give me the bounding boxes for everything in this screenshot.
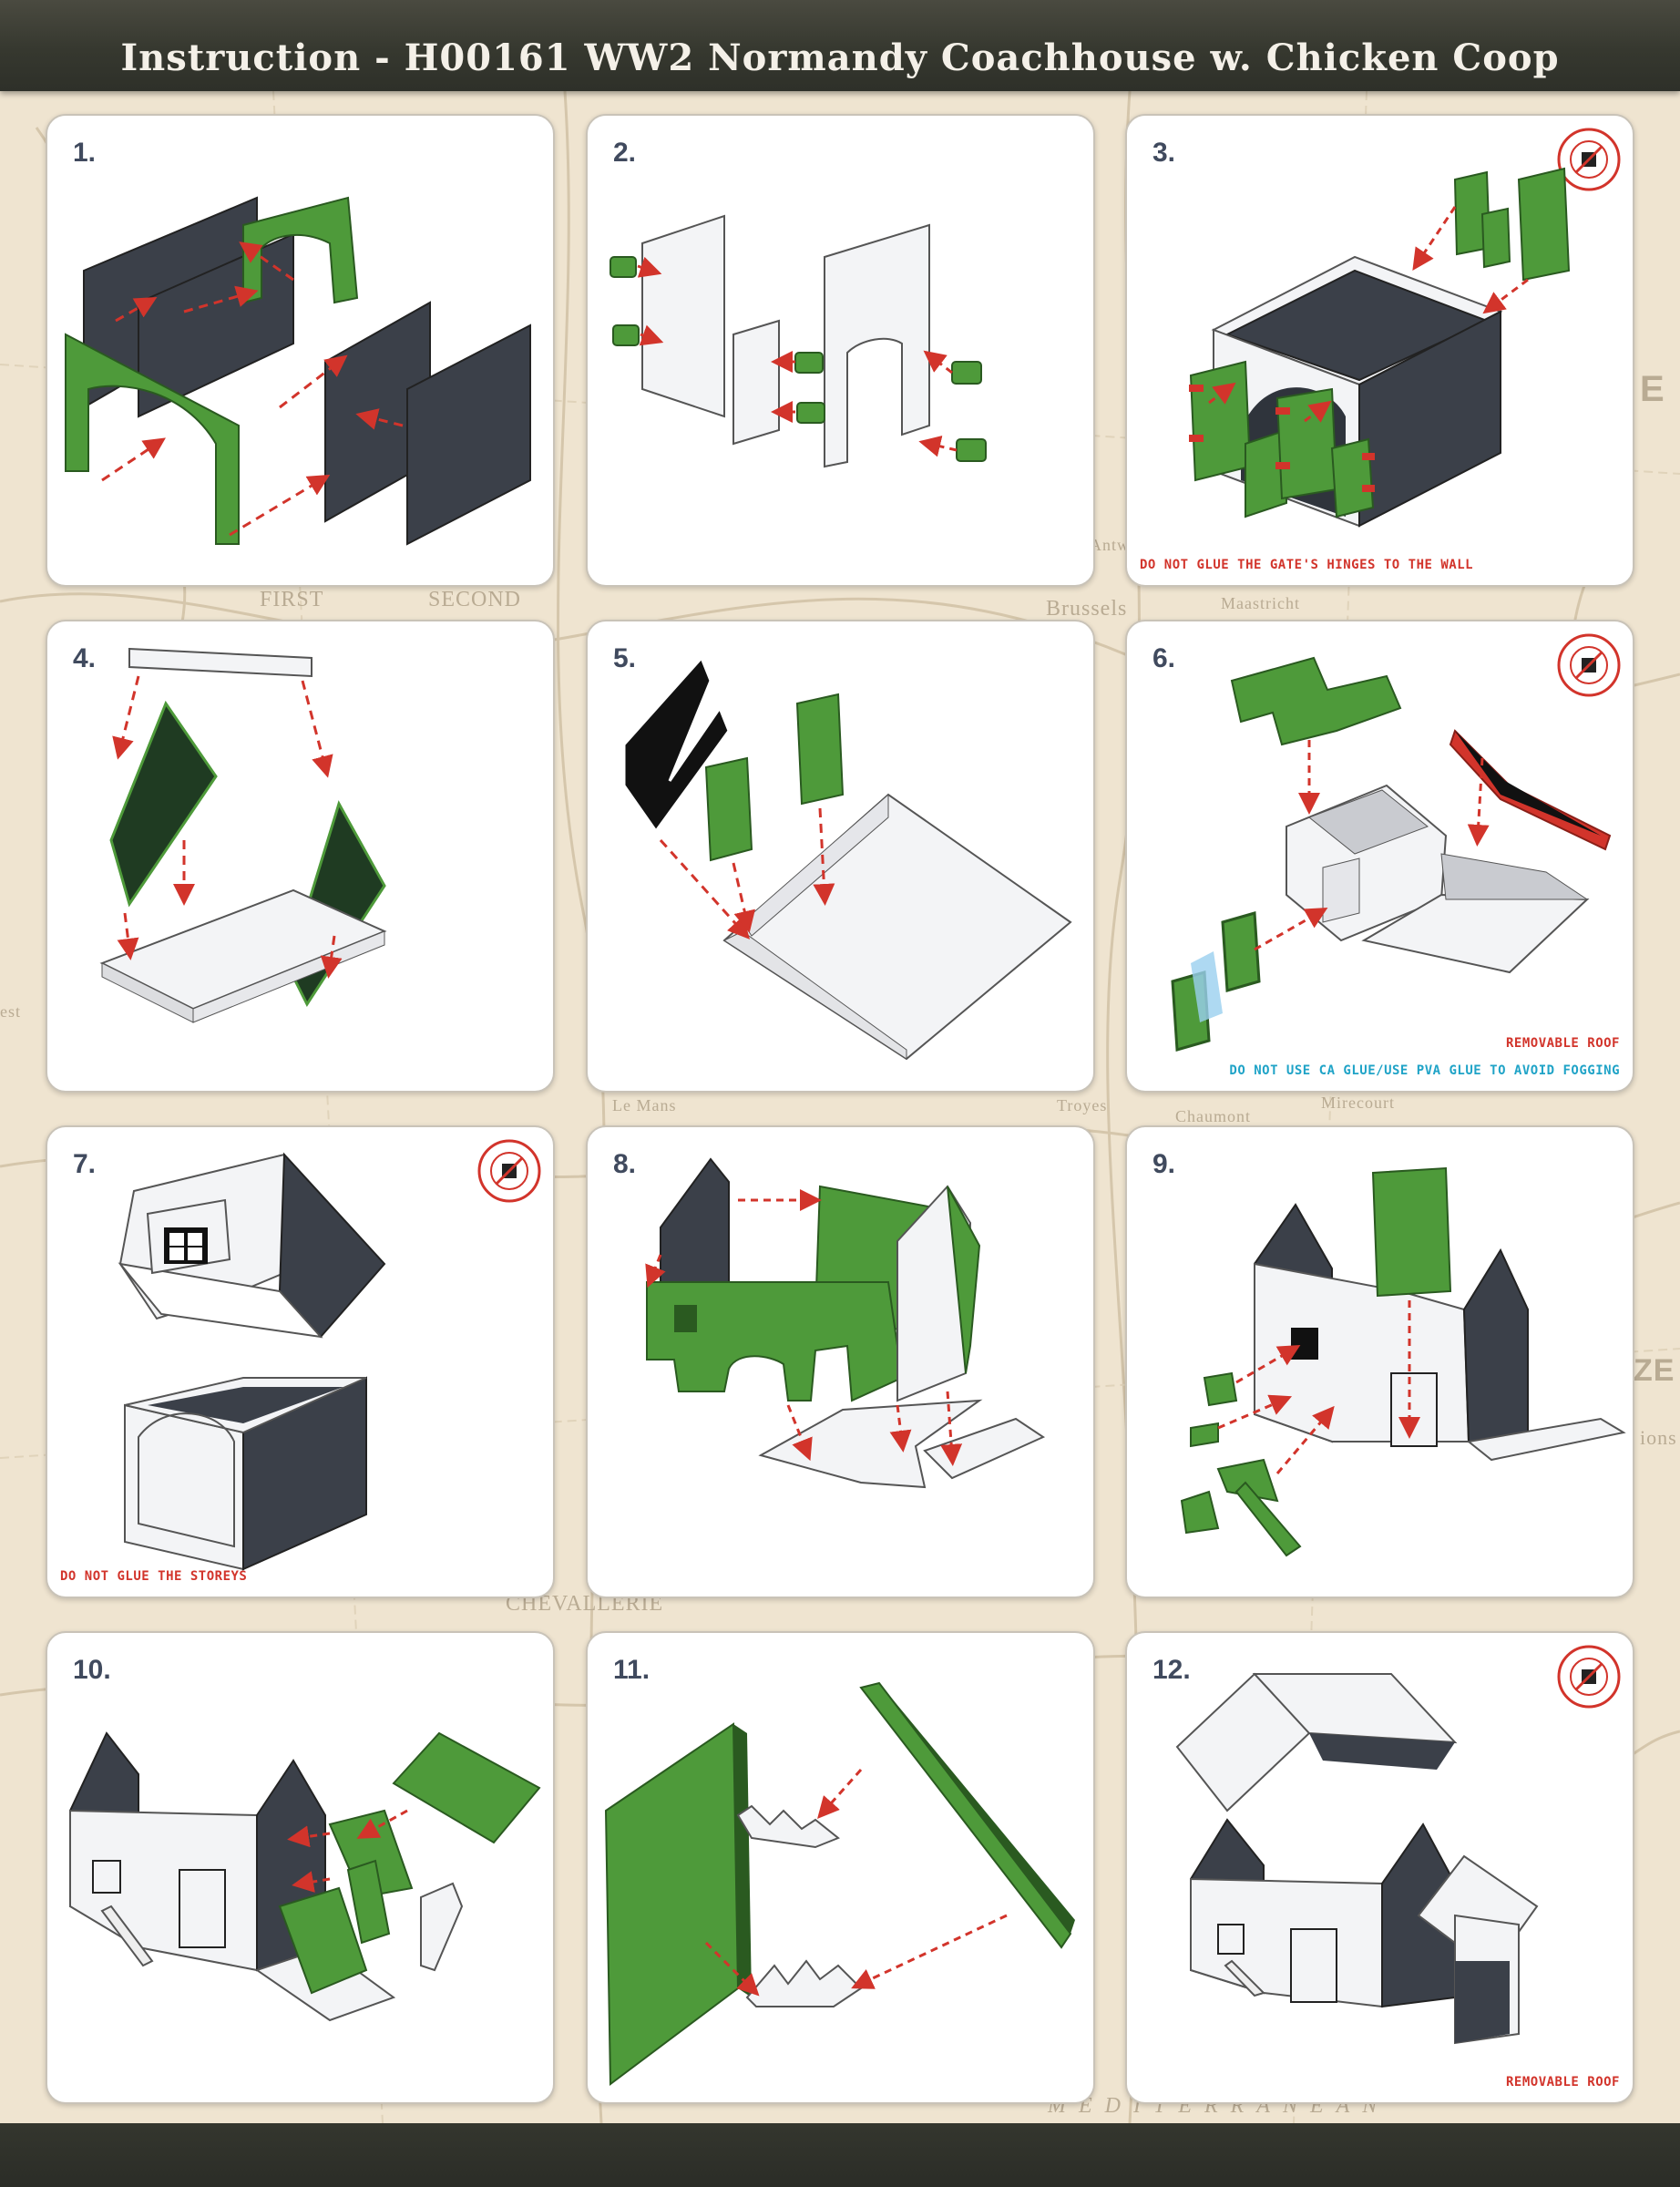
step-number: 10. (73, 1655, 111, 1685)
step-number: 6. (1152, 643, 1176, 673)
map-label: Le Mans (612, 1096, 677, 1114)
step-number: 12. (1152, 1655, 1191, 1685)
map-label: ZE (1634, 1353, 1675, 1388)
step-7-note: DO NOT GLUE THE STOREYS (60, 1569, 248, 1584)
map-label: Troyes (1057, 1096, 1108, 1114)
map-label: Mirecourt (1321, 1094, 1395, 1112)
step-panel-4: 4. (46, 620, 555, 1093)
step-3-diagram (1189, 167, 1571, 528)
step-number: 8. (613, 1149, 637, 1179)
step-4-diagram (99, 647, 387, 1023)
map-label: ions (1640, 1426, 1677, 1449)
step-number: 11. (613, 1655, 650, 1685)
step-12-diagram (1175, 1672, 1539, 2045)
step-7-diagram (118, 1152, 386, 1571)
no-glue-stamp (477, 1139, 541, 1203)
step-11-diagram (604, 1681, 1075, 2086)
no-glue-stamp (1557, 128, 1621, 191)
step-6-diagram (1171, 656, 1612, 1052)
step-panel-8: 8. (586, 1125, 1095, 1598)
step-5-diagram (622, 655, 1072, 1061)
step-1-diagram (65, 196, 531, 546)
footer-bar (0, 2123, 1680, 2187)
step-number: 7. (73, 1149, 97, 1179)
map-label: SECOND (428, 588, 522, 611)
step-number: 3. (1152, 138, 1176, 168)
page-title: Instruction - H00161 WW2 Normandy Coachh… (120, 36, 1560, 79)
map-label: est (0, 1002, 21, 1021)
step-panel-11: 11. (586, 1631, 1095, 2104)
map-label: Chaumont (1175, 1107, 1251, 1125)
step-panel-3: 3. DO NOT GLUE THE GATE'S HINGES TO THE … (1125, 114, 1634, 587)
step-2-diagram (610, 214, 987, 468)
step-panel-7: 7. DO NOT GLUE THE STOREYS (46, 1125, 555, 1598)
step-panel-9: 9. (1125, 1125, 1634, 1598)
step-panel-10: 10. (46, 1631, 555, 2104)
step-panel-1: 1. (46, 114, 555, 587)
header-bar: Instruction - H00161 WW2 Normandy Coachh… (0, 0, 1680, 91)
step-8-diagram (645, 1157, 1046, 1489)
step-number: 5. (613, 643, 637, 673)
step-number: 2. (613, 138, 637, 168)
step-panel-6: 6. REMOVABLE ROOF DO NOT USE CA GLUE/USE… (1125, 620, 1634, 1093)
step-number: 1. (73, 138, 97, 168)
step-number: 4. (73, 643, 97, 673)
step-number: 9. (1152, 1149, 1176, 1179)
step-panel-2: 2. (586, 114, 1095, 587)
step-panel-5: 5. (586, 620, 1095, 1093)
no-glue-stamp (1557, 1645, 1621, 1709)
step-12-note: REMOVABLE ROOF (1505, 2075, 1620, 2089)
step-10-diagram (69, 1731, 541, 2022)
map-label: E (1640, 369, 1665, 409)
map-label: FIRST (260, 588, 324, 611)
map-label: Maastricht (1221, 594, 1300, 612)
map-label: Antw (1090, 536, 1130, 554)
step-panel-12: 12. REMOVABLE ROOF (1125, 1631, 1634, 2104)
step-6-note-glue: DO NOT USE CA GLUE/USE PVA GLUE TO AVOID… (1229, 1063, 1620, 1078)
step-3-note: DO NOT GLUE THE GATE'S HINGES TO THE WAL… (1140, 558, 1474, 572)
step-9-diagram (1180, 1166, 1626, 1557)
map-label: Brussels (1046, 597, 1128, 621)
no-glue-stamp (1557, 633, 1621, 697)
step-6-note-removable: REMOVABLE ROOF (1505, 1036, 1620, 1051)
